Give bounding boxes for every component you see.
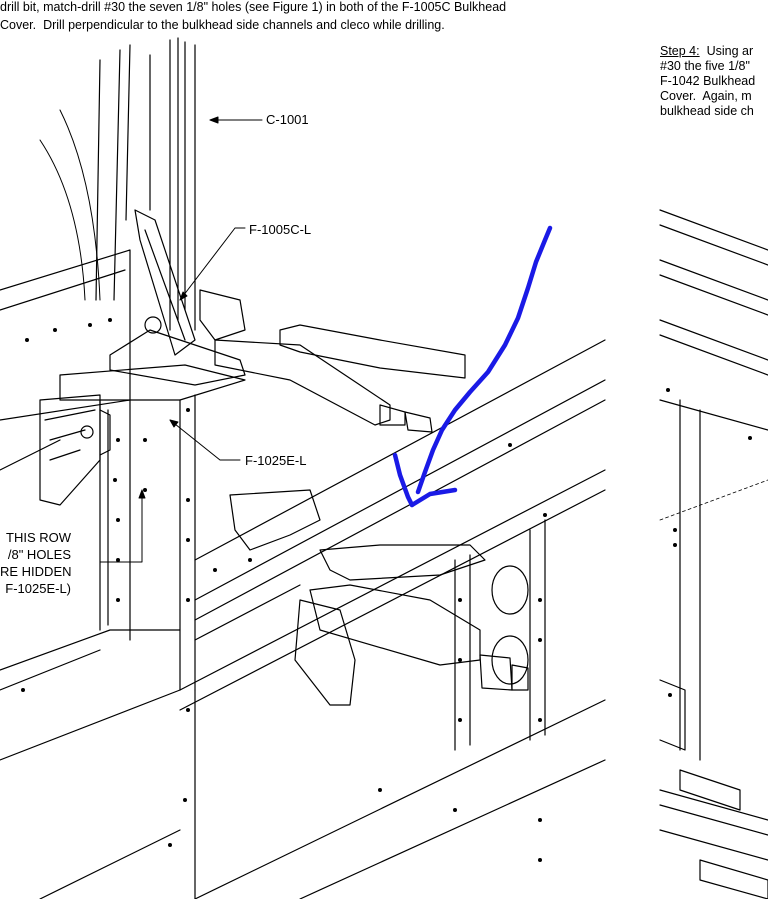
step-4-line-3: F-1042 Bulkhead [660,74,756,88]
note-line-1: THIS ROW [6,530,71,545]
floor-panels [39,689,606,899]
vertical-web [454,519,546,751]
callout-f-1005c-l: F-1005C-L [249,222,312,237]
note-line-2: /8" HOLES [7,547,71,562]
step-4-label: Step 4: [660,44,700,58]
step-4-line-4: Cover. Again, m [660,89,752,103]
lower-clamp [229,489,529,706]
instruction-line-1: drill bit, match-drill #30 the seven 1/8… [0,0,507,14]
step-4-line-5: bulkhead side ch [660,104,754,118]
step-4-line-1: Step 4: Using ar [660,44,753,59]
note-line-4: F-1025E-L) [5,581,71,596]
rivet-holes [21,318,752,862]
upper-clamp [199,289,466,433]
lower-rail [179,339,606,711]
instruction-line-2: Cover. Drill perpendicular to the bulkhe… [0,18,445,32]
step-4-text: Using ar [699,44,754,58]
side-bracket [39,394,111,506]
step-4-line-2: #30 the five 1/8" [660,59,750,73]
blue-arrow-annotation [392,225,553,508]
callout-c-1001: C-1001 [266,112,309,127]
left-wall-panel [0,249,181,761]
c-1001-channel [39,37,196,331]
note-line-3: RE HIDDEN [0,564,72,579]
callout-f-1025e-l: F-1025E-L [245,453,307,468]
right-figure-2 [659,209,768,899]
f-1005c-l-bracket [59,209,246,691]
leader-lines [99,116,263,563]
